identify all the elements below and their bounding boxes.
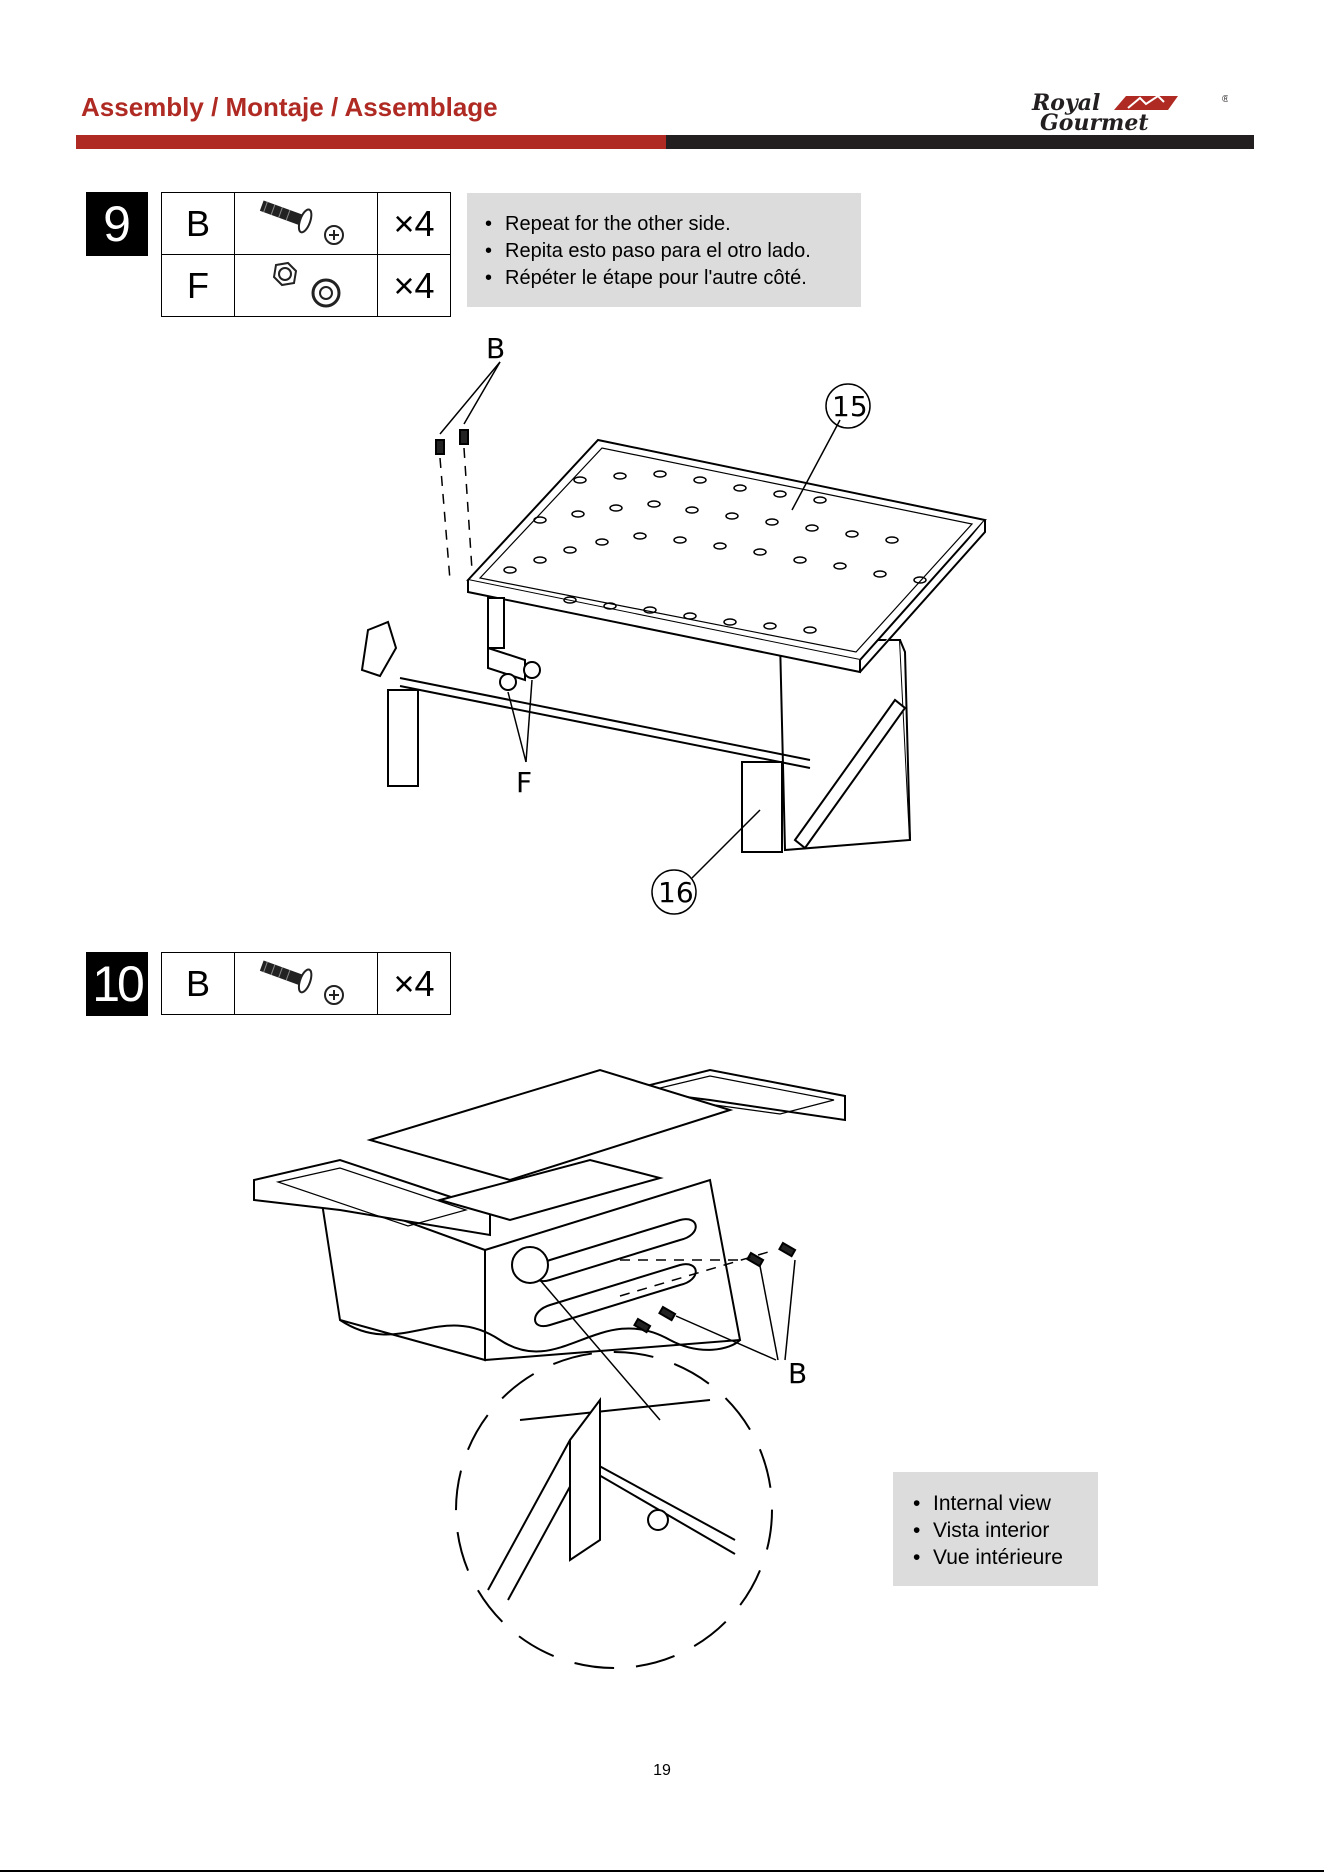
callout-15: 15	[832, 390, 868, 423]
bolt-icon	[235, 953, 378, 1015]
callout-f: F	[516, 766, 532, 799]
step-10-parts-table: B ×4	[161, 952, 451, 1015]
step-9-number: 9	[86, 192, 148, 256]
part-quantity: ×4	[378, 255, 451, 317]
note-line-en: Internal view	[913, 1490, 1098, 1517]
header-bar-red	[76, 135, 666, 149]
part-letter: F	[162, 255, 235, 317]
part-quantity: ×4	[378, 193, 451, 255]
parts-row: B ×4	[162, 953, 451, 1015]
nut-washer-icon	[235, 255, 378, 317]
step-9-note: Repeat for the other side. Repita esto p…	[467, 193, 861, 307]
part-letter: B	[162, 953, 235, 1015]
step-9-parts-table: B ×4 F	[161, 192, 451, 317]
callout-b: B	[486, 332, 505, 365]
note-line-es: Vista interior	[913, 1517, 1098, 1544]
royal-gourmet-logo: Royal Gourmet ®	[1028, 90, 1228, 134]
internal-view-note: Internal view Vista interior Vue intérie…	[893, 1472, 1098, 1586]
page-number: 19	[0, 1762, 1324, 1780]
parts-row: F ×4	[162, 255, 451, 317]
internal-view-detail	[456, 1352, 772, 1668]
bolt-icon	[235, 193, 378, 255]
note-line-fr: Vue intérieure	[913, 1544, 1098, 1571]
step-10-diagram: B	[240, 1060, 1100, 1700]
parts-row: B ×4	[162, 193, 451, 255]
note-line-fr: Répéter le étape pour l'autre côté.	[485, 265, 861, 292]
part-quantity: ×4	[378, 953, 451, 1015]
callout-b: B	[788, 1357, 807, 1390]
step-9-diagram: B F 15 16	[340, 330, 1020, 930]
step-10-number: 10	[86, 952, 148, 1016]
header-bar-black	[666, 135, 1254, 149]
callout-16: 16	[658, 876, 694, 909]
page-title: Assembly / Montaje / Assemblage	[81, 92, 498, 123]
logo-line2: Gourmet	[1040, 110, 1149, 134]
part-letter: B	[162, 193, 235, 255]
logo-registered-mark: ®	[1222, 94, 1228, 105]
note-line-en: Repeat for the other side.	[485, 211, 861, 238]
note-line-es: Repita esto paso para el otro lado.	[485, 238, 861, 265]
